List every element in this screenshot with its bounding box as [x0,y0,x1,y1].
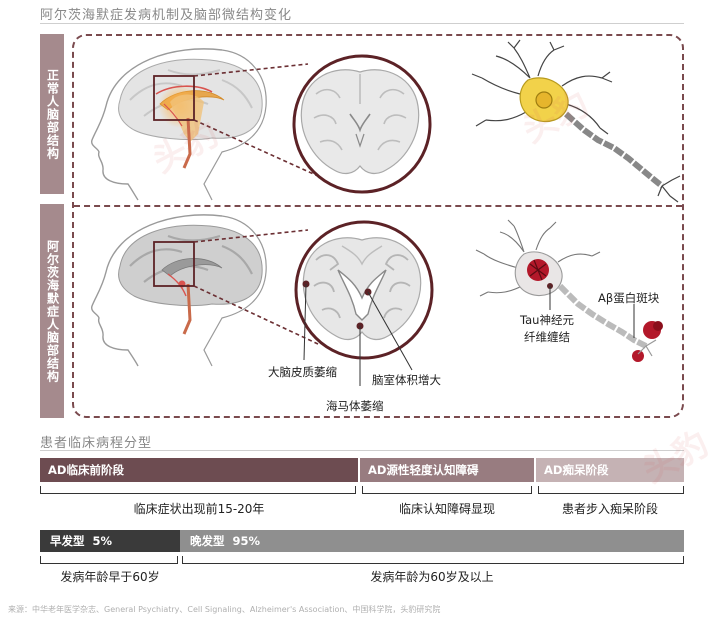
stage-bar-dementia: AD痴呆阶段 [536,458,684,482]
label-hippocampus-atrophy: 海马体萎缩 [326,399,384,413]
type-bar-late-onset: 晚发型 95% [180,530,684,552]
label-tau-line2: 纤维缠结 [523,330,570,344]
stage-desc-mci: 临床认知障碍显现 [398,502,495,516]
type-early-label: 早发型 [50,534,85,548]
row-label-normal: 正常人脑部结构 [40,34,64,194]
brain-illustration [90,39,681,386]
brain-section-normal [300,69,420,175]
leader-ventricle [367,291,413,371]
stage-bar-mci: AD源性轻度认知障碍 [360,458,534,482]
label-cortex-atrophy: 大脑皮质萎缩 [268,365,337,379]
bracket-preclinical [40,486,356,494]
brain-comparison-panel [72,34,684,418]
row-label-normal-text: 正常人脑部结构 [45,68,60,160]
stage-desc-dementia: 患者步入痴呆阶段 [561,502,658,516]
zoom-line-normal-top [193,63,309,77]
label-tau-line1: Tau神经元 [520,313,574,327]
head-profile-ad [90,214,267,367]
zoom-line-ad-bottom [193,285,319,345]
type-desc-early: 发病年龄早于60岁 [60,570,160,584]
neuron-ad [475,219,601,297]
type-early-pct: 5% [92,534,113,548]
type-desc-late: 发病年龄为60岁及以上 [370,570,494,584]
axon-ad [557,283,648,349]
bracket-late-onset [182,556,684,564]
row-label-ad: 阿尔茨海默症人脑部结构 [40,204,64,418]
bracket-early-onset [40,556,178,564]
source-note: 来源：中华老年医学杂志、General Psychiatry、Cell Sign… [8,605,441,614]
neuron-normal [471,39,681,203]
type-bar-early-onset: 早发型 5% [40,530,180,552]
title-divider [40,23,684,24]
section-divider [40,450,684,451]
label-ventricle-enlarged: 脑室体积增大 [372,373,441,387]
label-abeta-plaque: Aβ蛋白斑块 [598,291,660,305]
section-title-clinical: 患者临床病程分型 [40,436,153,451]
page-title: 阿尔茨海默症发病机制及脑部微结构变化 [40,8,293,23]
panel-divider [74,205,682,207]
leader-cortex [303,283,307,361]
amyloid-plaque [632,321,663,362]
label-tau-tangle: Tau神经元 纤维缠结 [520,312,574,346]
head-profile-normal [90,48,267,201]
row-label-ad-text: 阿尔茨海默症人脑部结构 [45,239,60,383]
brain-section-ad [302,237,422,341]
tau-tangle [527,259,549,281]
zoom-box-normal [153,75,195,121]
zoom-box-ad [153,241,195,287]
type-late-pct: 95% [232,534,261,548]
type-late-label: 晚发型 [190,534,225,548]
bracket-mci [362,486,532,494]
zoom-line-ad-top [193,229,309,243]
stage-bar-preclinical: AD临床前阶段 [40,458,358,482]
stage-desc-preclinical: 临床症状出现前15-20年 [133,502,265,516]
zoom-line-normal-bottom [193,119,319,177]
bracket-dementia [538,486,684,494]
